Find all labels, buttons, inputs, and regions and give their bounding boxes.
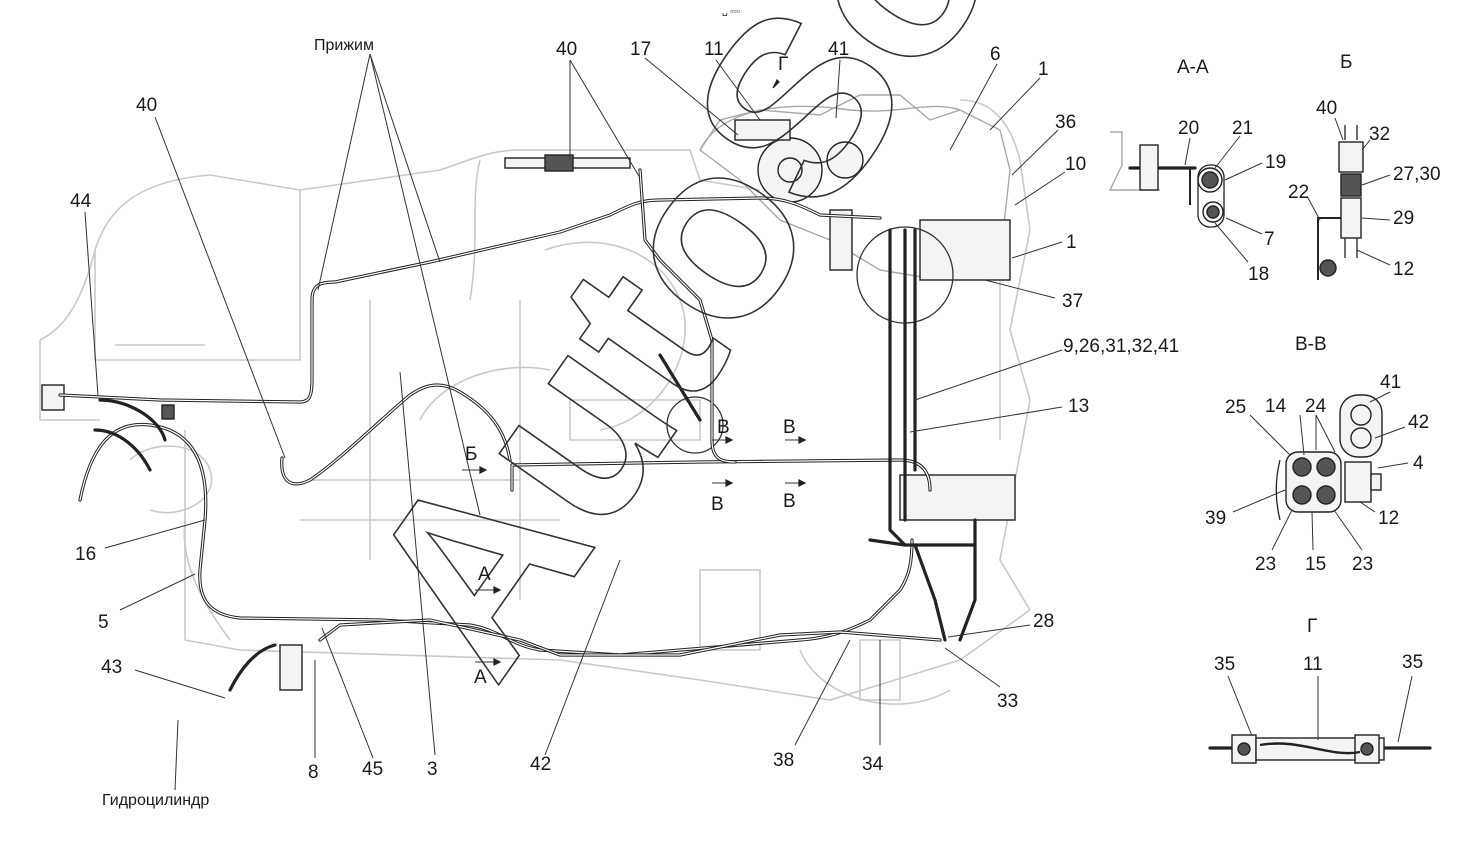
- hose-end-fitting: [41, 384, 65, 411]
- hose-routes: [58, 168, 977, 692]
- section-arrows: [462, 78, 807, 666]
- view-G: Г 35 11 35: [1208, 616, 1432, 764]
- callout-1-top: 1: [1038, 59, 1049, 80]
- pump-hub: [777, 157, 803, 183]
- hose-clamp-fitting: [161, 404, 175, 420]
- machine-body-outline: [39, 99, 1031, 705]
- view-B: Б 40 32 27,30 22 29 12: [1288, 52, 1441, 280]
- vv-callout-24: 24: [1305, 396, 1327, 417]
- g-callout-11: 11: [1303, 654, 1323, 675]
- main-view-labels: Прижим Гидроцилиндр 40 44 40 17 11 Г 41 …: [70, 37, 1179, 809]
- callout-5: 5: [98, 612, 109, 633]
- callout-16: 16: [75, 544, 96, 565]
- b-callout-29: 29: [1393, 208, 1414, 229]
- vv-clamp-upper: [1339, 394, 1383, 458]
- valve-block-13: [899, 474, 1016, 521]
- label-hydro-cylinder: Гидроцилиндр: [102, 792, 209, 809]
- callout-13: 13: [1068, 396, 1089, 417]
- callout-44: 44: [70, 191, 92, 212]
- view-VV: В-В 41 42 4 25 14 24 39 12 23 15 23: [1205, 334, 1429, 575]
- callout-17: 17: [630, 39, 651, 60]
- aa-callout-19: 19: [1265, 152, 1286, 173]
- engine-block: [41, 94, 1016, 691]
- aa-callout-7: 7: [1264, 229, 1275, 250]
- callout-38: 38: [773, 750, 794, 771]
- g-callout-35-left: 35: [1214, 654, 1235, 675]
- b-callout-40: 40: [1316, 98, 1337, 119]
- callout-10: 10: [1065, 154, 1086, 175]
- callout-3: 3: [427, 759, 438, 780]
- leader-lines: [84, 53, 1066, 791]
- vv-bolt-4: [1344, 461, 1372, 503]
- callout-33: 33: [997, 691, 1018, 712]
- b-callout-12: 12: [1393, 259, 1414, 280]
- aa-bolt: [1139, 144, 1159, 191]
- vv-callout-12: 12: [1378, 508, 1399, 529]
- top-mark: ␣ ▫▫▫: [722, 6, 740, 17]
- view-G-title: Г: [1307, 616, 1317, 637]
- callout-34: 34: [862, 754, 884, 775]
- b-fitting-29: [1340, 197, 1362, 239]
- section-A-bottom: А: [474, 667, 487, 688]
- view-AA: А-А 20 21 19 7 18: [1108, 57, 1286, 285]
- vv-callout-42: 42: [1408, 412, 1429, 433]
- b-fitting-27: [1340, 173, 1362, 197]
- filter-housing: [829, 209, 853, 271]
- callout-8: 8: [308, 762, 319, 783]
- hydro-cylinder-top-sleeve: [544, 154, 574, 172]
- section-V2-bottom: В: [783, 491, 796, 512]
- section-V1-top: В: [717, 417, 730, 438]
- pipe-bracket-11: [734, 119, 791, 141]
- b-callout-32: 32: [1369, 124, 1390, 145]
- b-callout-22: 22: [1288, 182, 1309, 203]
- callout-40-top: 40: [556, 39, 577, 60]
- vv-callout-14: 14: [1265, 396, 1287, 417]
- section-V2-top: В: [783, 417, 796, 438]
- callout-1-mid: 1: [1066, 232, 1077, 253]
- hydro-cylinder-bottom: [279, 644, 303, 691]
- vv-callout-39: 39: [1205, 508, 1226, 529]
- callout-36: 36: [1055, 112, 1076, 133]
- b-fitting-32: [1338, 141, 1364, 173]
- callout-9-group: 9,26,31,32,41: [1063, 336, 1179, 357]
- callout-42: 42: [530, 754, 551, 775]
- section-V1-bottom: В: [711, 494, 724, 515]
- callout-28: 28: [1033, 611, 1054, 632]
- vv-callout-4: 4: [1413, 453, 1424, 474]
- vv-callout-23-left: 23: [1255, 554, 1276, 575]
- b-nut-22: [1319, 259, 1337, 277]
- vv-callout-25: 25: [1225, 397, 1246, 418]
- aa-callout-20: 20: [1178, 118, 1199, 139]
- callout-6: 6: [990, 44, 1001, 65]
- callout-11: 11: [704, 39, 724, 60]
- callout-40-left: 40: [136, 95, 157, 116]
- label-clamp: Прижим: [314, 37, 374, 54]
- callout-G: Г: [778, 54, 788, 75]
- section-A-top: А: [478, 564, 491, 585]
- view-AA-title: А-А: [1177, 57, 1209, 78]
- vv-callout-15: 15: [1305, 554, 1326, 575]
- vv-callout-41: 41: [1380, 372, 1401, 393]
- callout-43: 43: [101, 657, 122, 678]
- vv-callout-23-right: 23: [1352, 554, 1373, 575]
- g-callout-35-right: 35: [1402, 652, 1423, 673]
- view-VV-title: В-В: [1295, 334, 1327, 355]
- hydraulic-block: [919, 219, 1011, 281]
- pump-body: [826, 141, 864, 179]
- view-B-title: Б: [1340, 52, 1352, 73]
- callout-45: 45: [362, 759, 383, 780]
- aa-callout-18: 18: [1248, 264, 1269, 285]
- aa-callout-21: 21: [1232, 118, 1253, 139]
- callout-37: 37: [1062, 291, 1083, 312]
- g-fitting-right: [1354, 734, 1380, 764]
- callout-41: 41: [828, 39, 849, 60]
- section-B-left: Б: [465, 444, 477, 465]
- detail-circle-B: [666, 396, 724, 454]
- b-callout-27-30: 27,30: [1393, 164, 1441, 185]
